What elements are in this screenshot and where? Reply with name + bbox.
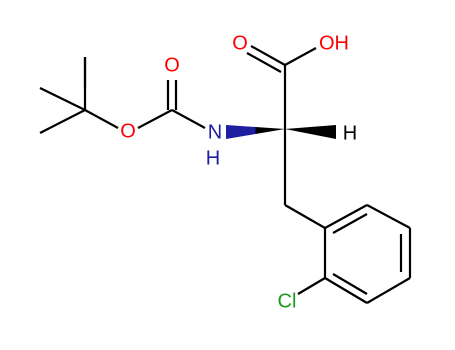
atom-acid-o: O — [232, 32, 248, 54]
ring-inner-double-1 — [332, 213, 368, 234]
bond-acid-c-to-oh — [284, 47, 317, 66]
bond-wedge-n-to-alpha — [226, 125, 285, 139]
ring-inner-double-3 — [332, 273, 368, 295]
bond-carbonyl-c-to-n — [171, 109, 206, 129]
atom-ester-o: O — [120, 120, 136, 142]
bond-tbu-methyl-bottom — [39, 109, 86, 134]
atom-amide-h: H — [206, 147, 220, 169]
bond-ester-o-to-carbonyl-c — [137, 109, 173, 129]
bond-wedge-alpha-to-h — [285, 125, 336, 139]
bond-ch2-to-ring — [284, 204, 326, 229]
ring-bond-2 — [366, 204, 411, 229]
atom-alpha-h: H — [343, 122, 357, 144]
ring-bond-1 — [324, 204, 368, 229]
bond-ring-to-cl — [297, 277, 326, 295]
atom-chlorine: Cl — [278, 290, 297, 312]
atom-hydroxyl: OH — [319, 32, 349, 54]
ring-bond-5 — [324, 277, 368, 304]
bond-acid-double-a — [250, 45, 286, 66]
atom-nitrogen: N — [208, 121, 222, 143]
ring-bond-4 — [366, 277, 411, 304]
bond-tbu-to-ester-o — [84, 109, 119, 129]
bond-acid-double-b — [246, 52, 282, 73]
bond-tbu-methyl-left — [39, 87, 86, 111]
atom-carbonyl-o: O — [164, 54, 180, 76]
